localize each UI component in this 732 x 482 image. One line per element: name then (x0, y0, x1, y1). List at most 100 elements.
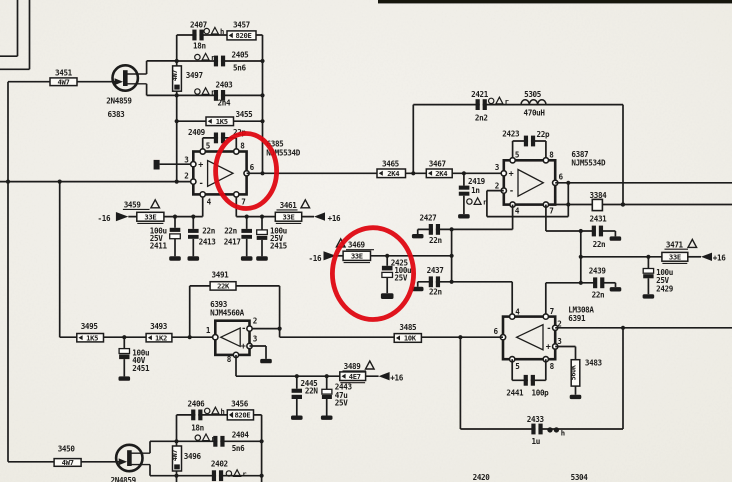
cap-2415-voltage: 25V (270, 234, 283, 243)
junction-dot (260, 93, 265, 98)
pin-circle (189, 178, 197, 186)
junction-dot (385, 253, 390, 258)
supply-arrow (115, 212, 129, 222)
resistor-3465-body (376, 168, 407, 179)
cap-2439-plate (593, 277, 598, 289)
resistor-3455-ref: 3455 (236, 110, 254, 119)
resistor-3495-wedge (78, 335, 83, 341)
opamp-6387-triangle (517, 168, 545, 198)
cap-2405-plate (213, 55, 219, 67)
cap-2415-value: 100u (270, 226, 287, 235)
cap-2403-mark-letter: r (211, 88, 216, 97)
cap-2403-plate (220, 90, 226, 101)
opamp-6385-ref: 6385 (267, 140, 285, 149)
cap-2402-mark-circle (225, 470, 233, 477)
cap-2437-ref: 2437 (427, 266, 444, 275)
resistor-3461-ref: 3461 (280, 201, 298, 210)
resistor-3451-body (49, 77, 78, 87)
junction-dot (566, 180, 571, 185)
junction-dot (174, 93, 179, 98)
resistor-3496-ref: 3496 (184, 452, 202, 461)
resistor-3455-value: 1K5 (216, 117, 228, 126)
cap-2437-plate (428, 276, 433, 288)
transistor-bottom-gate-arrow (118, 458, 128, 466)
transistor-bottom-channel (127, 450, 132, 466)
opamp-6385-pin8-label: 8 (240, 142, 245, 151)
plate (291, 388, 302, 393)
cap-2404-gap (217, 435, 221, 447)
resistor-3471-ref: 3471 (666, 240, 684, 249)
cap-2417-value: 22n (224, 226, 237, 235)
resistor-3457-ref: 3457 (233, 21, 250, 30)
opamp-6385-part: NJM5534D (266, 148, 301, 157)
resistor-3461-value: 33E (283, 212, 295, 221)
component-3384-ref: 3384 (590, 191, 608, 200)
cap-2451-ref: 2451 (132, 364, 150, 373)
cap-2402-plate (211, 470, 217, 482)
pin-circle (199, 190, 207, 198)
junction-dot (461, 171, 466, 176)
resistor-3493-value: 1K2 (155, 333, 167, 342)
plate (169, 227, 181, 232)
cap-2429-voltage: 25V (656, 276, 669, 285)
resistor-3467-body (425, 168, 453, 179)
cap-2404-value: 5n6 (232, 444, 245, 453)
opamp-6387-pin5-label: 5 (515, 151, 520, 160)
cap-2437-plate (435, 276, 441, 288)
opamp-6387-pin8-label: 8 (549, 151, 554, 160)
cap-2405-mark-circle (194, 53, 201, 61)
pin-circle (232, 190, 240, 198)
cap-2403-ref: 2403 (216, 81, 234, 90)
opamp-6391-triangle (515, 323, 544, 351)
plate (321, 394, 332, 399)
transistor-bottom-part: 2N4859 (111, 476, 137, 482)
cap-2404-mark-triangle (201, 432, 211, 442)
opamp-6391-pin5-label: 5 (515, 362, 520, 371)
cap-2413-ref: 2413 (199, 238, 217, 247)
resistor-3457-body (226, 30, 257, 41)
junction-dot (259, 473, 264, 478)
plate (381, 271, 394, 279)
cap-2441-value: 100p (532, 388, 550, 397)
ground-bar (642, 294, 655, 299)
ground-bar (118, 376, 131, 381)
cap-2405-gap (218, 55, 221, 67)
cap-2431-value: 22n (593, 240, 606, 249)
ground-bar (609, 287, 622, 292)
resistor-3496-mark (174, 464, 180, 470)
cap-2405-mark-triangle (201, 52, 211, 61)
opamp-6391-pin6-label: 6 (494, 327, 499, 336)
resistor-3496-body (171, 445, 183, 472)
ground-bar (260, 358, 272, 364)
junction-dot (620, 202, 626, 207)
cap-2439-value: 22n (592, 290, 605, 299)
opamp-6387-plus: + (509, 168, 514, 178)
cap-2423-plate (530, 135, 536, 147)
plate (188, 234, 199, 239)
cap-2433-ref: 2433 (527, 415, 545, 424)
cap-2407-ref: 2407 (190, 21, 207, 30)
cap-2407-mark-triangle (210, 26, 220, 35)
cap-2402-ref: 2402 (211, 460, 228, 469)
opamp-6385-plus: + (198, 159, 203, 169)
junction-dot (174, 439, 179, 444)
opamp-6393-triangle (219, 326, 241, 348)
resistor-3457-value: 820E (236, 31, 252, 40)
cap-2411-voltage: 25V (150, 234, 163, 243)
resistor-3493-body (145, 332, 173, 343)
cap-2433-mark-dot (553, 427, 560, 433)
junction-dot (260, 119, 265, 124)
resistor-3450-ref: 3450 (58, 445, 76, 454)
opamp-6393-part: NJM4560A (210, 308, 245, 317)
resistor-3469-value: 33E (351, 251, 363, 260)
cap-2437-gap (432, 276, 436, 288)
opamp-6387-minus: - (509, 186, 514, 196)
cap-2421-mark-circle (487, 97, 495, 105)
plate (169, 233, 181, 240)
transistor-6383-gate-arrow (114, 78, 123, 86)
cap-2421-value: 2n2 (475, 113, 488, 122)
pin-circle (542, 156, 550, 164)
cap-2441-ref: 2441 (506, 388, 524, 397)
cap-2402-gap (216, 470, 219, 482)
